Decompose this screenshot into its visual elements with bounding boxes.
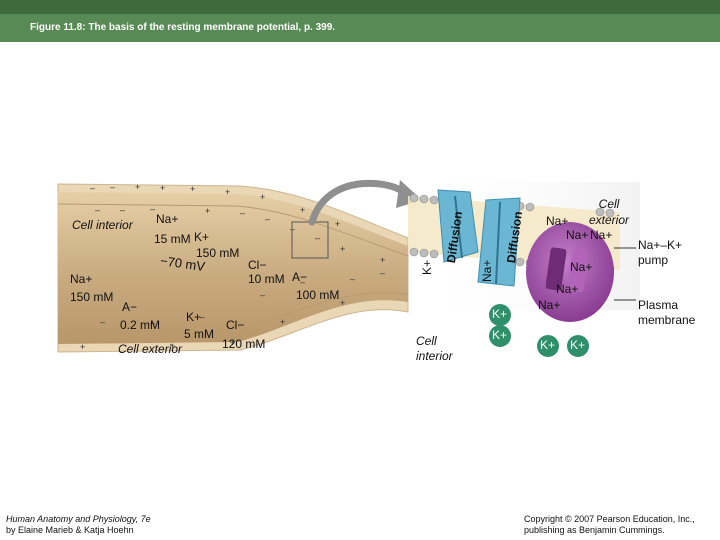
svg-text:–: – [350, 274, 355, 284]
lipid-heads-top [409, 193, 615, 218]
axon-a-out-conc: 0.2 mM [120, 318, 161, 332]
axon-cl-out-label: Cl− [226, 318, 245, 332]
na-channel-label: Na+ [480, 259, 494, 282]
axon-na-in-label: Na+ [156, 212, 179, 226]
axon-charge-marks: ––+ +++ +++ ––– +–– ––+ +–– ––– ––+ +++ … [80, 182, 385, 352]
k-ion-balls [489, 304, 589, 357]
svg-text:–: – [240, 208, 245, 218]
svg-text:–: – [95, 205, 100, 215]
svg-text:+: + [340, 244, 345, 254]
footer-authors: by Elaine Marieb & Katja Hoehn [6, 525, 134, 535]
axon-cell-interior-label: Cell interior [72, 218, 133, 232]
svg-text:–: – [110, 182, 115, 192]
axon-cell-exterior-label: Cell exterior [118, 342, 183, 356]
axon-na-in-conc: 15 mM [154, 232, 191, 246]
svg-text:–: – [200, 312, 205, 322]
svg-text:+: + [225, 187, 230, 197]
plasma-membrane-label: Plasma membrane [638, 298, 696, 327]
svg-text:–: – [260, 290, 265, 300]
axon-k-in-label: K+ [194, 230, 210, 244]
axon-k-out-label: K+ [186, 310, 202, 324]
svg-text:+: + [300, 205, 305, 215]
svg-text:+: + [190, 184, 195, 194]
axon-cl-in-label: Cl− [248, 258, 267, 272]
axon-cl-in-conc: 10 mM [248, 272, 285, 286]
svg-text:+: + [380, 255, 385, 265]
svg-text:+: + [340, 298, 345, 308]
axon-cl-out-conc: 120 mM [222, 337, 266, 351]
svg-text:–: – [100, 317, 105, 327]
svg-text:–: – [380, 268, 385, 278]
na-ion-6: Na+ [538, 298, 561, 312]
membrane-cell-interior-label: Cell interior [416, 334, 453, 363]
k-ion-4: K+ [570, 338, 586, 352]
axon-na-out-label: Na+ [70, 272, 93, 286]
svg-text:–: – [90, 183, 95, 193]
na-ion-4: Na+ [570, 260, 593, 274]
axon-membrane-line-lower [57, 292, 409, 333]
axon-na-out-conc: 150 mM [70, 290, 114, 304]
svg-text:–: – [150, 318, 155, 328]
svg-text:+: + [335, 219, 340, 229]
membrane-cell-exterior-label: Cell exterior [588, 197, 629, 227]
footer-copyright: Copyright © 2007 Pearson Education, Inc.… [524, 514, 695, 524]
header-bar: Figure 11.8: The basis of the resting me… [0, 14, 720, 42]
na-ion-1: Na+ [546, 214, 569, 228]
na-ion-2: Na+ [566, 228, 589, 242]
axon-a-out-label: A− [122, 300, 138, 314]
svg-text:–: – [265, 214, 270, 224]
svg-text:–: – [315, 233, 320, 243]
svg-text:–: – [300, 277, 305, 287]
na-ion-5: Na+ [556, 282, 579, 296]
na-ion-3: Na+ [590, 228, 613, 242]
na-channel-pore [495, 201, 501, 285]
axon-k-out-conc: 5 mM [184, 327, 214, 341]
k-ion-2: K+ [492, 328, 508, 342]
svg-text:+: + [280, 317, 285, 327]
pump-inner-block-left [545, 247, 567, 291]
svg-text:+: + [230, 338, 235, 348]
axon-a-in-conc: 100 mM [296, 288, 340, 302]
svg-text:–: – [120, 205, 125, 215]
svg-text:–: – [290, 224, 295, 234]
pump-inner-block-right [567, 249, 589, 293]
k-ion-1: K+ [492, 307, 508, 321]
svg-text:+: + [260, 192, 265, 202]
svg-text:+: + [205, 206, 210, 216]
header-top-strip [0, 0, 720, 14]
svg-text:+: + [80, 342, 85, 352]
k-channel-label: K+ [420, 259, 434, 275]
footer-book-title: Human Anatomy and Physiology, 7e [6, 514, 151, 524]
svg-text:+: + [170, 341, 175, 351]
k-ion-3: K+ [540, 338, 556, 352]
axon-body [58, 192, 408, 344]
svg-text:+: + [160, 183, 165, 193]
pump-label: Na+–K+ pump [638, 238, 683, 267]
axon-a-in-label: A− [292, 270, 308, 284]
k-channel-pore [454, 195, 463, 259]
svg-text:–: – [150, 204, 155, 214]
svg-text:+: + [135, 182, 140, 192]
footer-publisher: publishing as Benjamin Cummings. [524, 525, 665, 535]
figure-title: Figure 11.8: The basis of the resting me… [30, 22, 336, 33]
axon-k-in-conc: 150 mM [196, 246, 240, 260]
